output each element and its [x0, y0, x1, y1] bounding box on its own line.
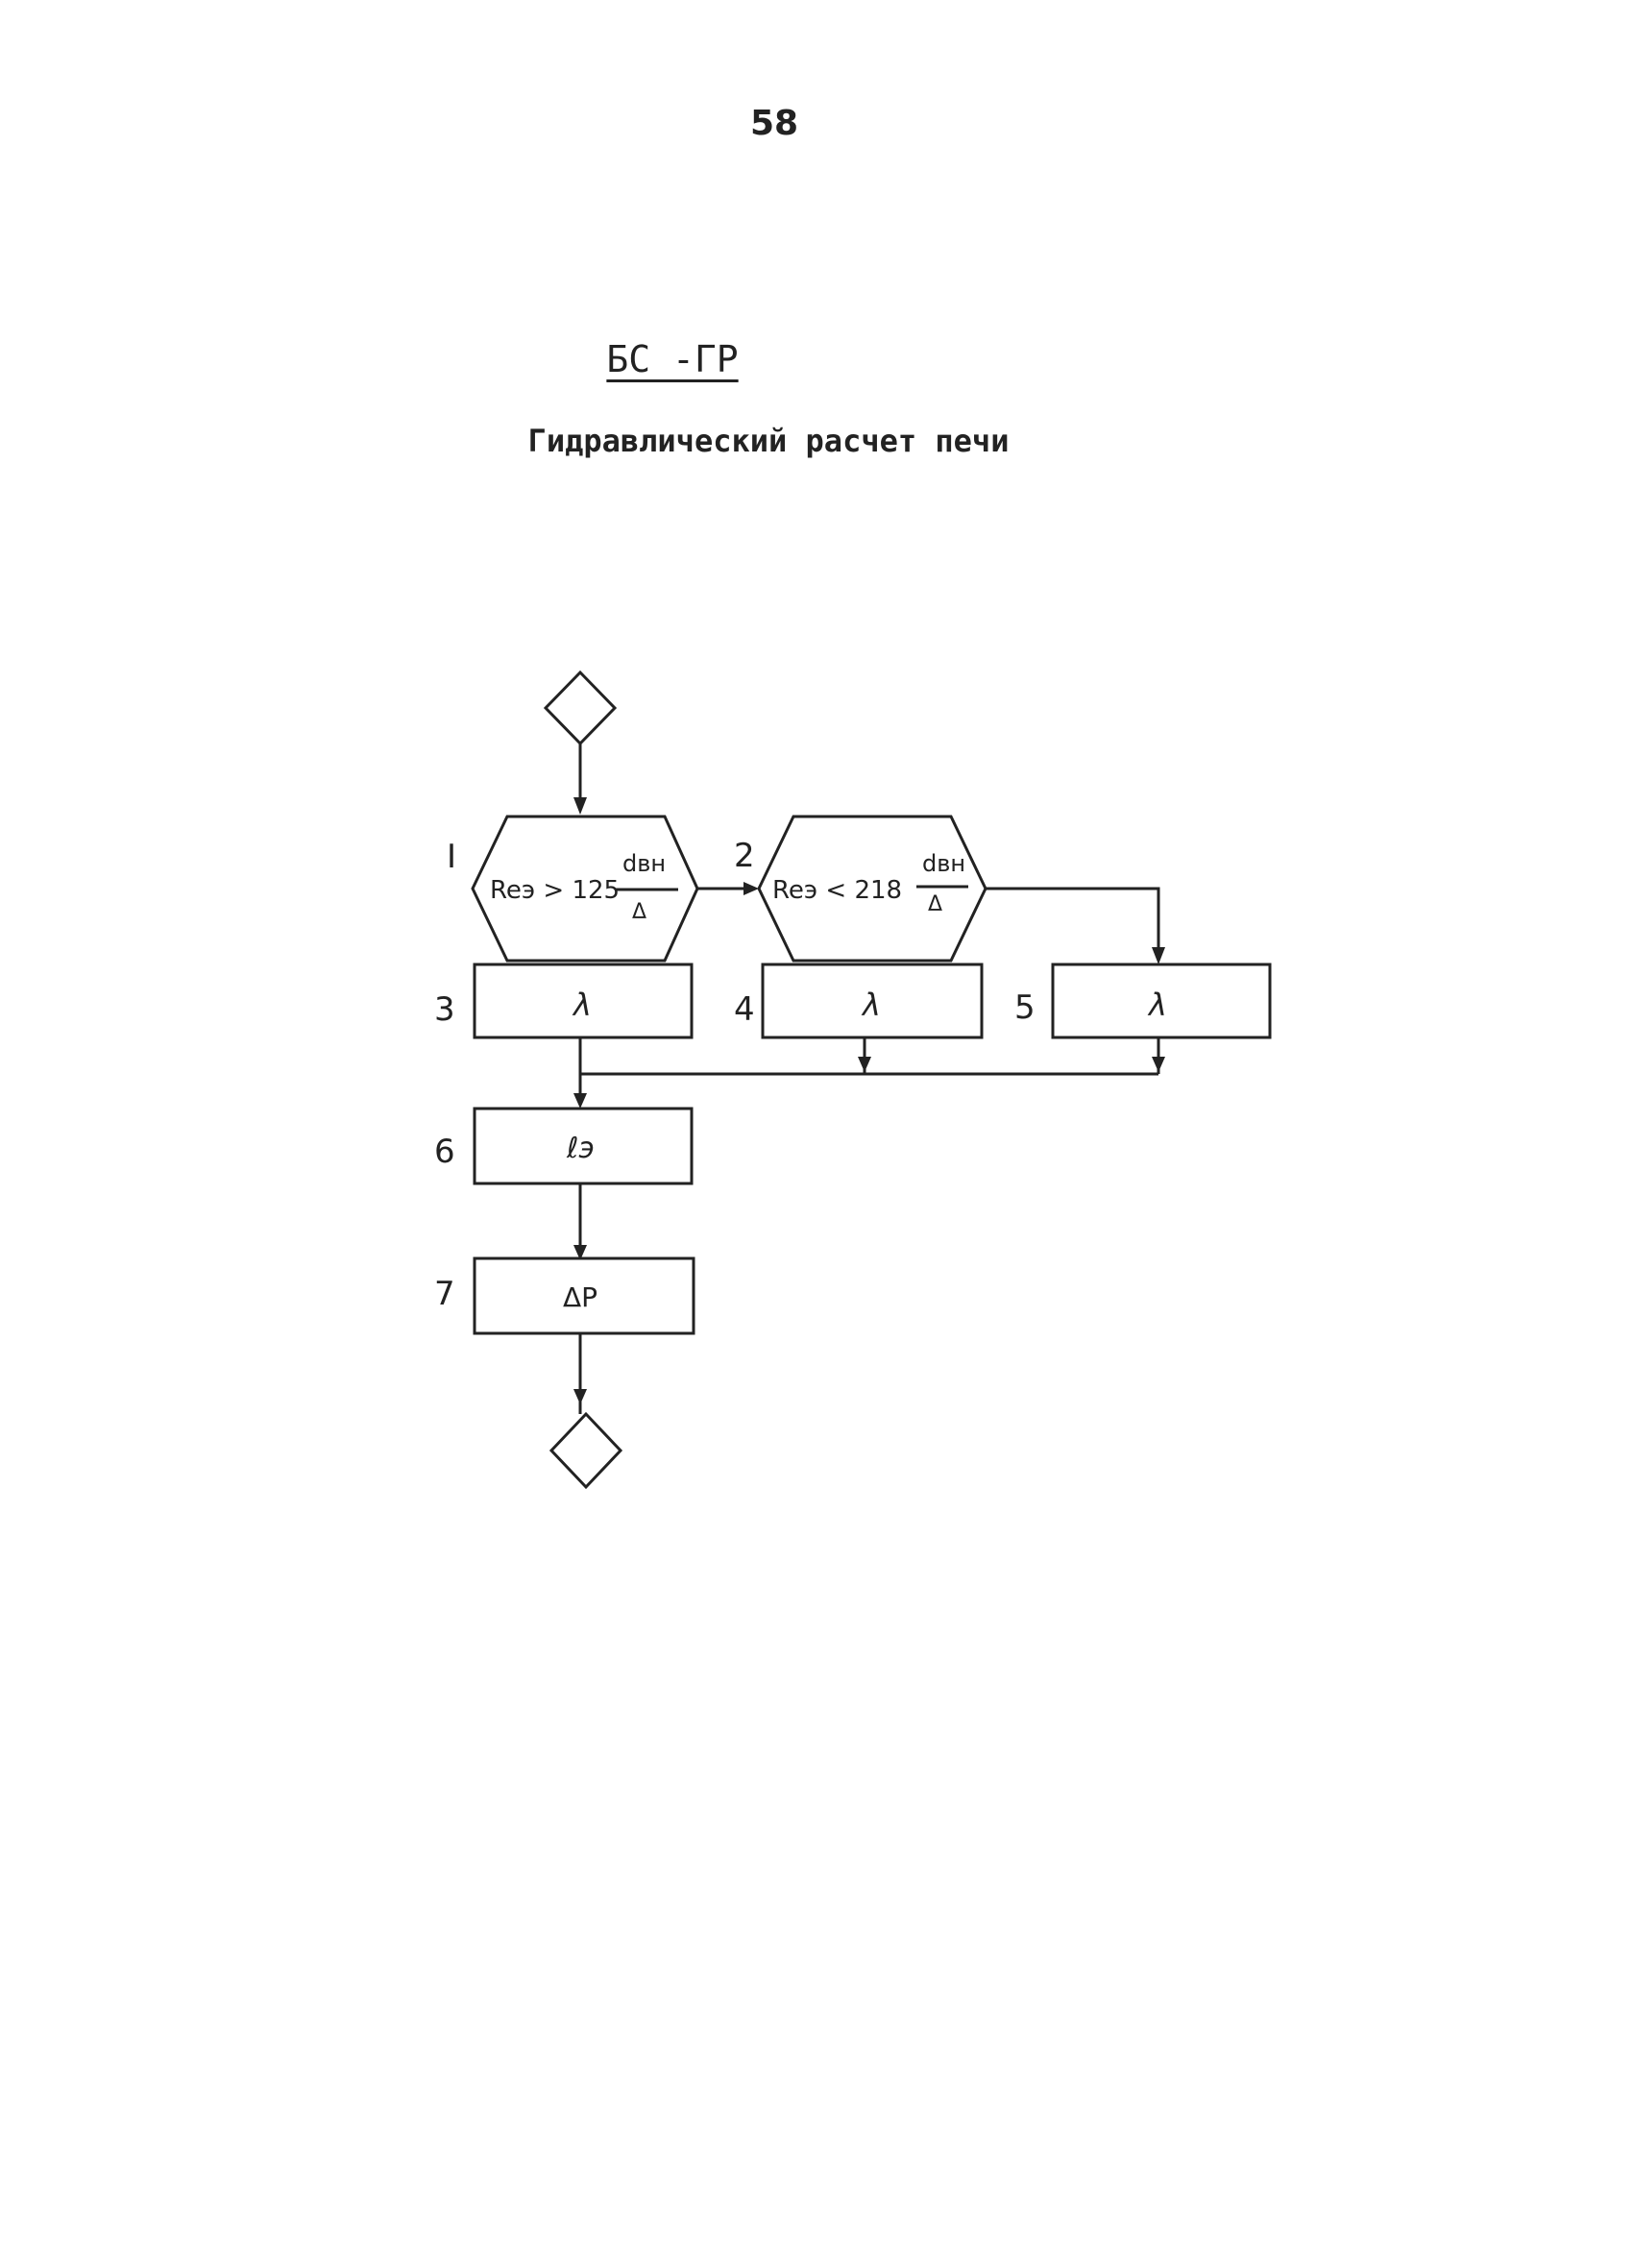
block-5-label: 5 — [1014, 988, 1036, 1027]
block-7-label: 7 — [434, 1275, 455, 1313]
start-terminator — [543, 670, 618, 746]
block-3-process — [473, 963, 694, 1039]
block-7-text: ΔP — [563, 1281, 597, 1313]
block-1-label: I — [447, 838, 456, 876]
block-1-fraction-numerator: dвн — [622, 850, 666, 877]
block-2-fraction-numerator: dвн — [922, 850, 965, 877]
arrow-head — [573, 1245, 587, 1260]
connector-block-2-to-block-5 — [986, 887, 1160, 957]
block-4-text: λ — [861, 987, 881, 1023]
block-2-fraction-denominator: Δ — [928, 892, 942, 916]
arrow-head — [858, 1057, 871, 1072]
block-1-condition — [471, 815, 699, 963]
block-7-process — [473, 1256, 695, 1335]
block-6-text: ℓэ — [566, 1132, 595, 1165]
block-2-condition — [757, 815, 987, 963]
document-code: БС -ГР — [606, 338, 739, 380]
arrow-head — [1152, 947, 1165, 964]
block-2-label: 2 — [734, 837, 755, 875]
arrow-head — [573, 1389, 587, 1404]
block-1-fraction-denominator: Δ — [632, 900, 646, 924]
block-5-text: λ — [1147, 987, 1167, 1023]
block-2-condition-text: Reэ < 218 — [772, 876, 902, 905]
arrow-head — [743, 882, 759, 895]
block-3-text: λ — [572, 987, 592, 1023]
block-6-process — [473, 1107, 694, 1185]
block-4-process — [761, 963, 984, 1039]
block-5-process — [1051, 963, 1272, 1039]
arrow-head — [573, 1093, 587, 1109]
arrow-head — [573, 797, 587, 815]
end-terminator — [548, 1411, 623, 1490]
block-4-label: 4 — [734, 990, 755, 1029]
block-6-label: 6 — [434, 1133, 455, 1171]
block-1-condition-text: Reэ > 125 — [490, 876, 620, 905]
document-title: Гидравлический расчет печи — [527, 423, 1010, 459]
arrow-head — [1152, 1057, 1165, 1072]
page-number: 58 — [749, 104, 799, 143]
block-3-label: 3 — [434, 990, 455, 1029]
